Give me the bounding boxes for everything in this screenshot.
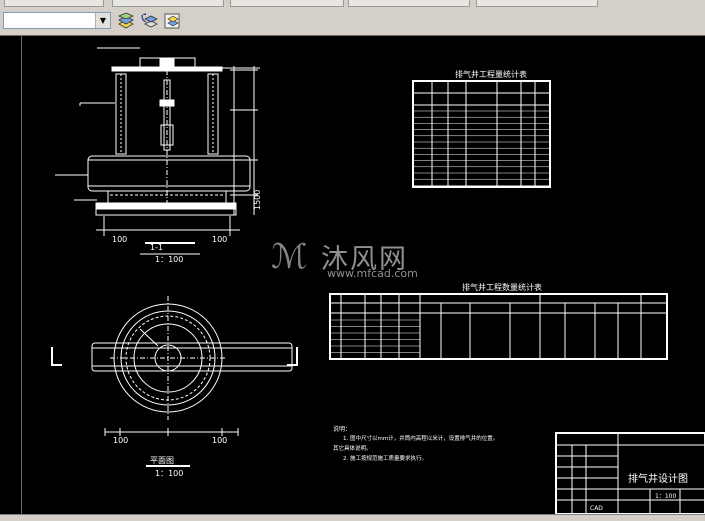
drawing-canvas[interactable]: 1-1 1：100 100 100 1500 平面图 1：100 100 100… bbox=[0, 36, 705, 515]
chevron-down-icon[interactable]: ▼ bbox=[95, 13, 110, 28]
section-scale: 1：100 bbox=[155, 255, 183, 264]
table-1-rows bbox=[413, 110, 550, 186]
layer-dropdown[interactable]: ▼ bbox=[3, 12, 111, 29]
section-dim-left: 100 bbox=[112, 235, 127, 244]
titleblock-scale: 1：100 bbox=[655, 493, 676, 500]
titleblock-title: 排气井设计图 bbox=[628, 472, 688, 485]
layers-toolbar: ▼ bbox=[0, 7, 705, 36]
status-strip bbox=[0, 514, 705, 521]
section-title: 1-1 bbox=[150, 243, 163, 252]
document-tab-1[interactable] bbox=[4, 0, 104, 7]
cad-drawing: 1-1 1：100 100 100 1500 平面图 1：100 100 100… bbox=[51, 47, 705, 515]
document-tab-5[interactable] bbox=[476, 0, 598, 7]
section-dim-height: 1500 bbox=[253, 190, 262, 210]
note-1: 1. 图中尺寸以mm计，井筒内高程以米计，设置排气井的位置。 bbox=[343, 434, 498, 442]
left-viewport-edge bbox=[0, 36, 22, 514]
plan-view bbox=[51, 296, 298, 436]
plan-dim-right: 100 bbox=[212, 436, 227, 445]
document-tab-3[interactable] bbox=[230, 0, 344, 7]
document-tab-4[interactable] bbox=[348, 0, 470, 7]
layer-previous-icon[interactable] bbox=[140, 12, 160, 30]
watermark-url: www.mfcad.com bbox=[327, 267, 418, 280]
watermark: ℳ 沐风网 www.mfcad.com bbox=[271, 237, 441, 287]
section-view bbox=[55, 47, 260, 236]
section-dim-right: 100 bbox=[212, 235, 227, 244]
table2-title: 排气井工程数量统计表 bbox=[462, 282, 542, 292]
layer-state-icon[interactable] bbox=[163, 12, 183, 30]
notes-title: 说明： bbox=[333, 425, 351, 433]
quantity-table-1 bbox=[412, 80, 551, 188]
plan-scale: 1：100 bbox=[155, 469, 183, 478]
note-2: 其它具体说明。 bbox=[333, 444, 372, 452]
watermark-logo-icon: ℳ bbox=[271, 237, 308, 277]
document-tab-2[interactable] bbox=[112, 0, 224, 7]
table-2-rows bbox=[330, 319, 420, 360]
plan-title: 平面图 bbox=[150, 456, 174, 465]
note-3: 2. 施工按规范施工质量要求执行。 bbox=[343, 454, 427, 462]
plan-dim-left: 100 bbox=[113, 436, 128, 445]
titleblock-small-label: CAD bbox=[590, 505, 603, 512]
layer-properties-icon[interactable] bbox=[116, 12, 136, 30]
watermark-brand: 沐风网 bbox=[321, 244, 408, 275]
table1-title: 排气井工程量统计表 bbox=[455, 69, 527, 79]
